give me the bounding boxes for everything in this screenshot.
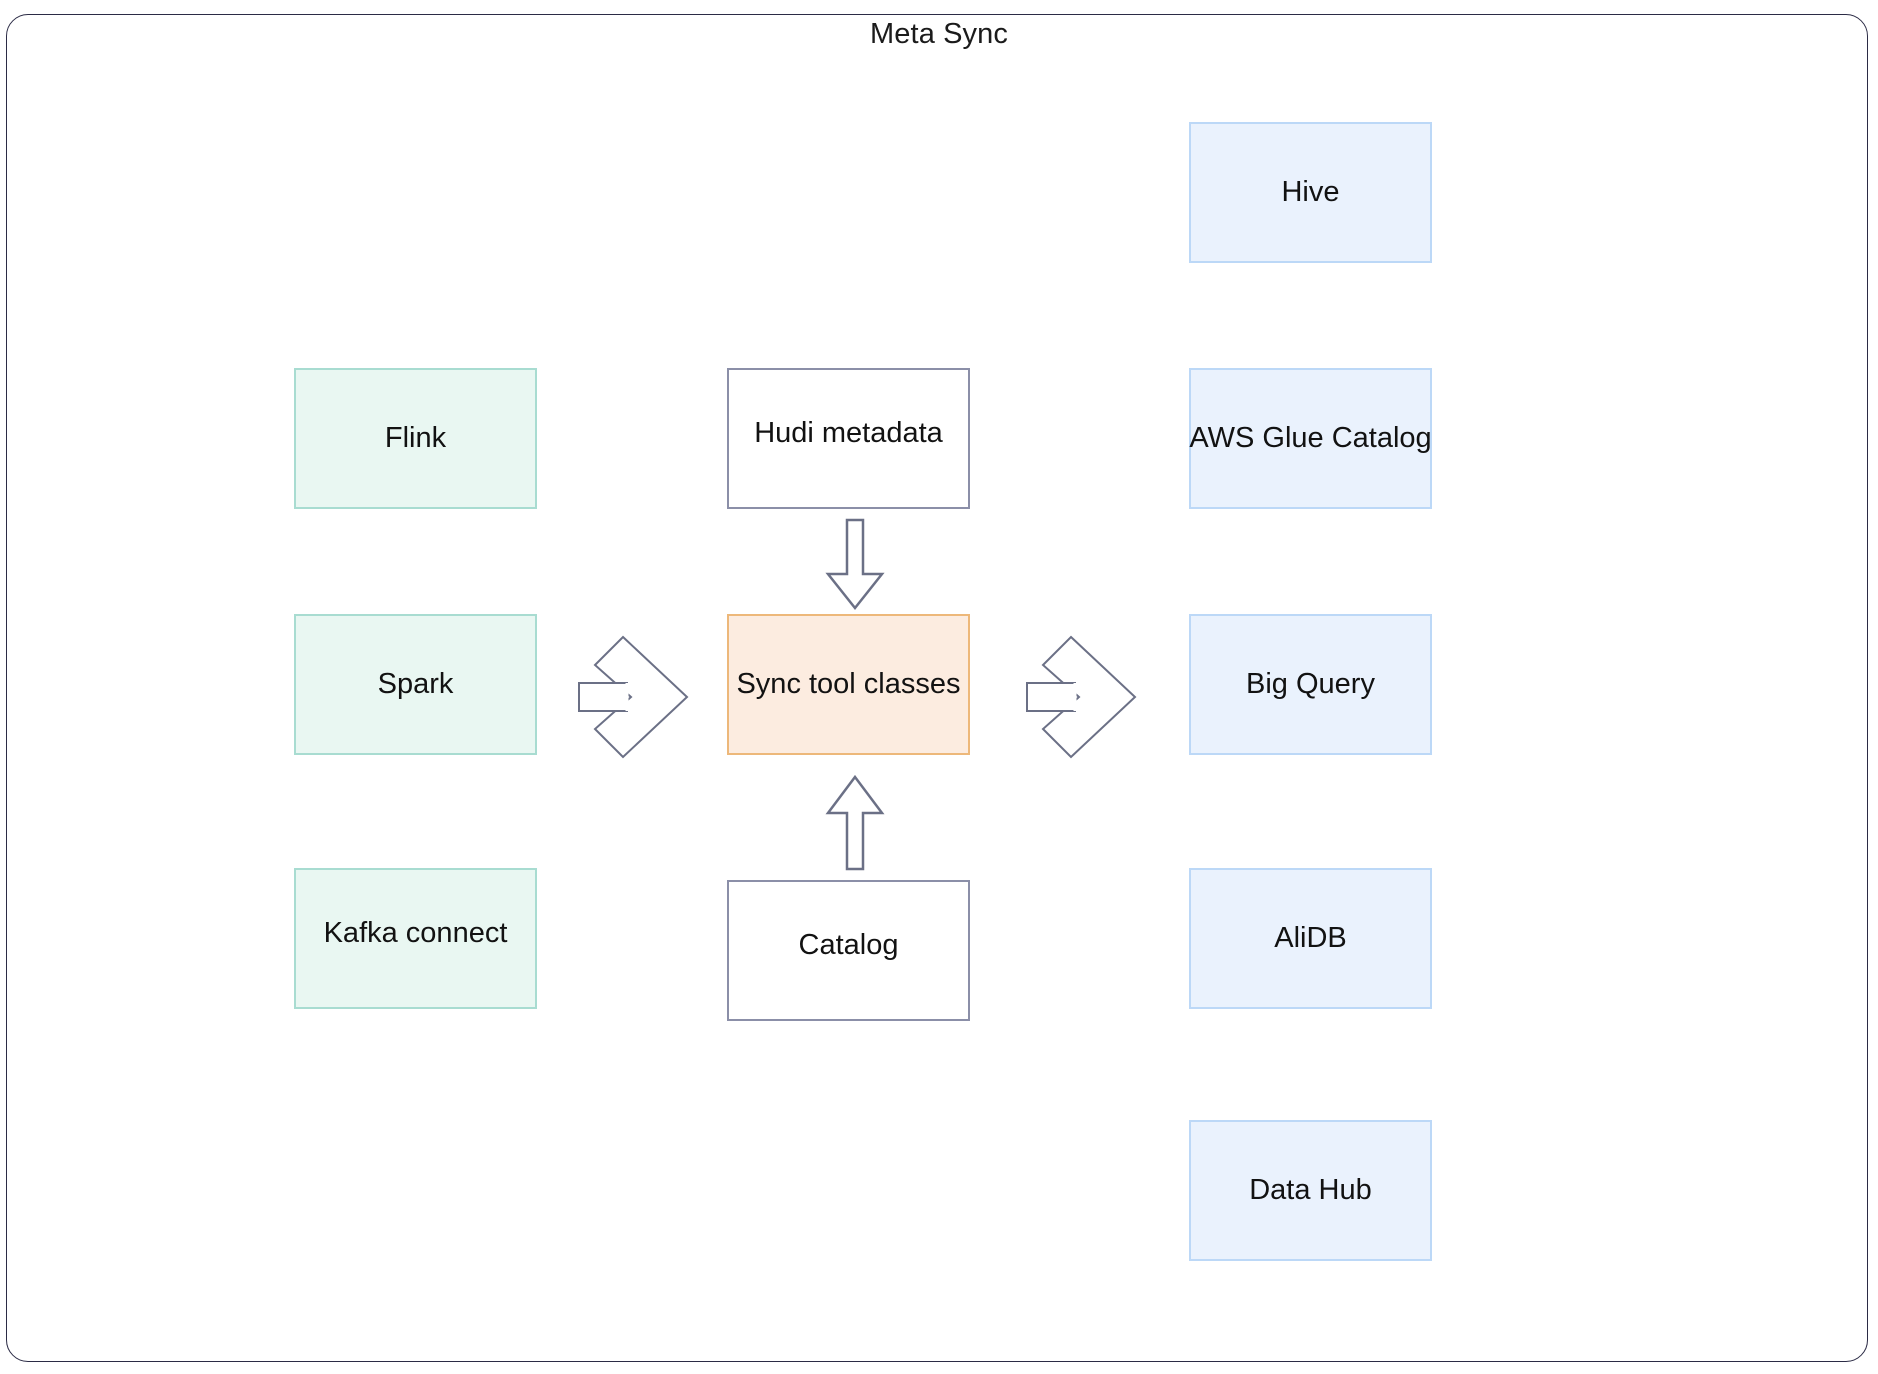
node-data-hub[interactable]: Data Hub bbox=[1189, 1120, 1432, 1261]
node-big-query[interactable]: Big Query bbox=[1189, 614, 1432, 755]
node-hive-label: Hive bbox=[1281, 176, 1340, 209]
connector-catalog-to-sync bbox=[820, 774, 890, 871]
connector-hudi-to-sync bbox=[820, 518, 890, 611]
node-spark-label: Spark bbox=[377, 668, 454, 701]
node-catalog[interactable]: Catalog bbox=[727, 880, 970, 1021]
node-catalog-label: Catalog bbox=[798, 929, 899, 961]
node-hive[interactable]: Hive bbox=[1189, 122, 1432, 263]
page-title: Meta Sync bbox=[870, 18, 1008, 50]
connector-sync-to-sinks bbox=[1023, 633, 1143, 761]
node-flink-label: Flink bbox=[384, 422, 447, 455]
node-kafka-connect[interactable]: Kafka connect bbox=[294, 868, 537, 1009]
node-kafka-connect-label: Kafka connect bbox=[323, 917, 508, 949]
node-data-hub-label: Data Hub bbox=[1249, 1174, 1372, 1207]
node-aws-glue-catalog[interactable]: AWS Glue Catalog bbox=[1189, 368, 1432, 509]
node-spark[interactable]: Spark bbox=[294, 614, 537, 755]
node-alidb[interactable]: AliDB bbox=[1189, 868, 1432, 1009]
node-sync-tool-classes-label: Sync tool classes bbox=[736, 668, 961, 701]
node-alidb-label: AliDB bbox=[1274, 922, 1347, 955]
node-hudi-metadata-label: Hudi metadata bbox=[754, 417, 943, 449]
node-sync-tool-classes[interactable]: Sync tool classes bbox=[727, 614, 970, 755]
node-flink[interactable]: Flink bbox=[294, 368, 537, 509]
connector-sources-to-sync bbox=[575, 633, 695, 761]
node-hudi-metadata[interactable]: Hudi metadata bbox=[727, 368, 970, 509]
node-big-query-label: Big Query bbox=[1246, 668, 1375, 701]
node-aws-glue-catalog-label: AWS Glue Catalog bbox=[1189, 422, 1432, 455]
